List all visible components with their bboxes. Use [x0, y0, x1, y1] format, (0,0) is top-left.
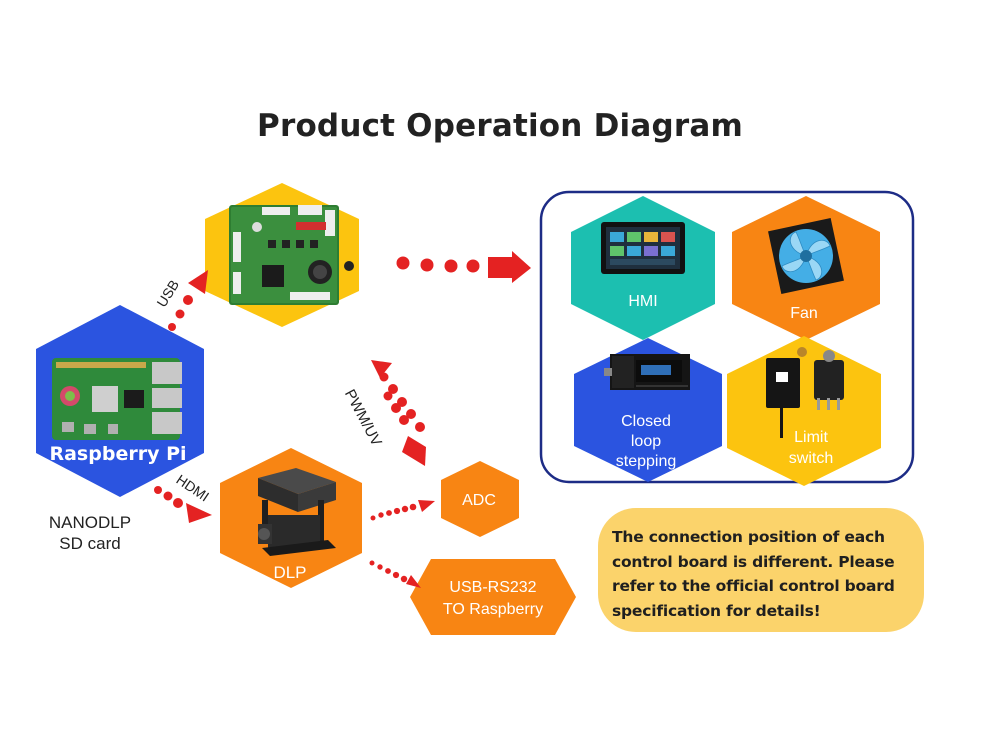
dlp-to-usb-rs232-connector — [369, 560, 421, 588]
hmi-label: HMI — [628, 293, 657, 310]
limit-switch-label-line2: switch — [789, 450, 833, 467]
control-board-icon — [229, 205, 354, 305]
stepper-node: Closed loop stepping — [574, 338, 722, 482]
hdmi-connector — [154, 486, 212, 523]
stepper-label-line3: stepping — [616, 453, 677, 470]
stepper-motor-icon — [604, 354, 690, 390]
dlp-node: DLP — [220, 448, 362, 588]
control-board-node — [205, 183, 359, 327]
note-text: The connection position of each control … — [612, 528, 895, 620]
dlp-label: DLP — [273, 563, 306, 582]
raspberry-pi-label: Raspberry Pi — [49, 443, 186, 465]
limit-switch-node: Limit switch — [727, 336, 881, 486]
dlp-to-adc-connector — [370, 500, 435, 521]
storage-caption: NANODLP SD card — [34, 512, 146, 554]
fan-icon — [768, 218, 844, 294]
raspberry-pi-board-icon — [52, 358, 182, 440]
raspberry-pi-node: Raspberry Pi — [36, 305, 204, 497]
diagram-title: Product Operation Diagram — [257, 108, 743, 144]
storage-caption-line1: NANODLP — [48, 513, 132, 532]
fan-label: Fan — [790, 305, 818, 322]
limit-switch-icon — [766, 347, 844, 438]
limit-switch-label-line1: Limit — [794, 429, 828, 446]
fan-node: Fan — [732, 196, 880, 340]
dlp-projector-icon — [258, 468, 336, 556]
stepper-label-line1: Closed — [621, 413, 671, 430]
pwm-uv-connector — [371, 360, 426, 466]
stepper-label-line2: loop — [631, 433, 661, 450]
note-callout — [598, 508, 924, 632]
usb-connection-label: USB — [153, 277, 182, 310]
touchscreen-icon — [601, 222, 685, 274]
adc-label: ADC — [462, 492, 496, 509]
usb-rs232-node: USB-RS232 TO Raspberry — [410, 559, 576, 635]
usb-connector — [168, 270, 208, 331]
usb-rs232-label-line2: TO Raspberry — [443, 601, 543, 618]
storage-caption-line2: SD card — [59, 534, 121, 553]
board-to-peripherals-connector — [396, 251, 531, 283]
pwm-uv-connection-label: PWM/UV — [341, 387, 385, 449]
hmi-node: HMI — [571, 196, 715, 340]
usb-rs232-label-line1: USB-RS232 — [449, 579, 536, 596]
adc-node: ADC — [441, 461, 519, 537]
